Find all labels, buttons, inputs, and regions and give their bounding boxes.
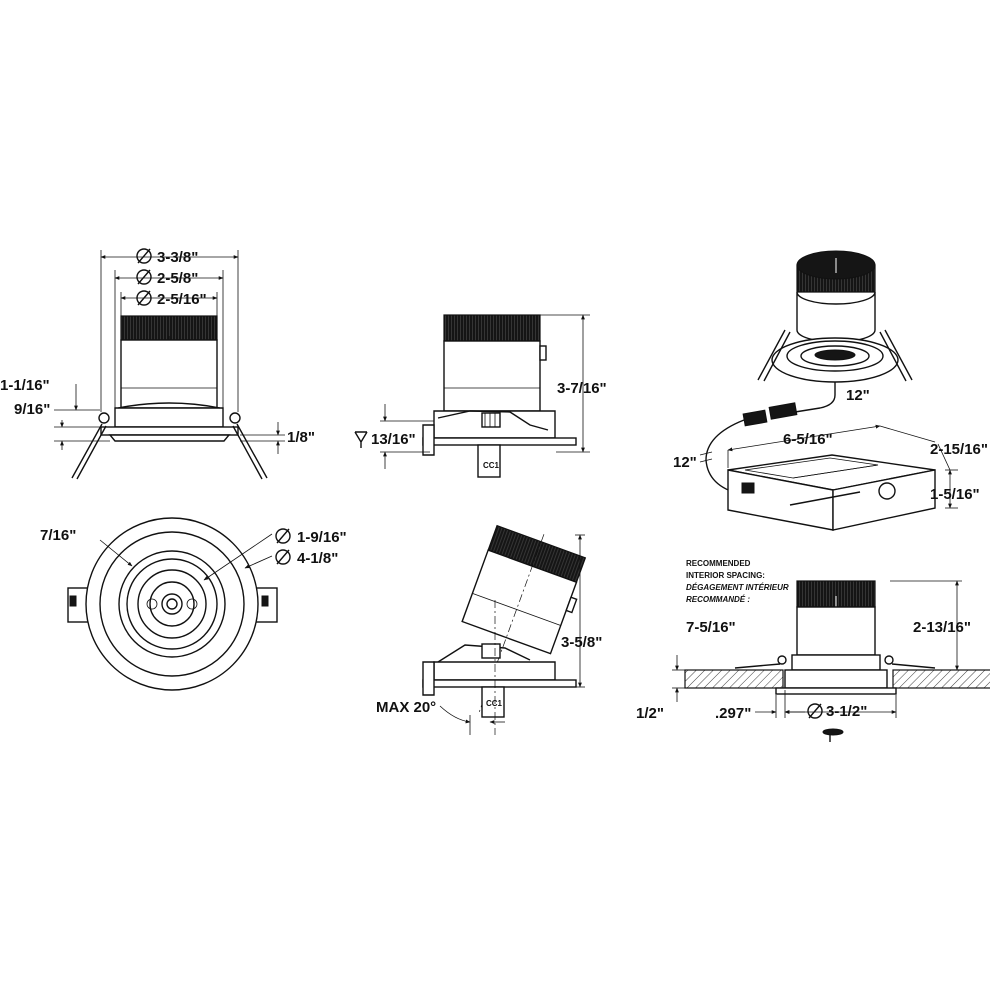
knockout-icon: CC1: [486, 699, 503, 708]
side-height-label: 3-7/16": [557, 380, 607, 397]
front-head-dia-label: 2-5/16": [157, 291, 207, 308]
side-view: CC1: [380, 314, 590, 478]
front-height-2-label: 9/16": [14, 401, 50, 418]
knockout-icon: CC1: [483, 461, 500, 470]
front-view: [54, 250, 285, 480]
depth-arrow-icon: [354, 431, 368, 448]
diameter-symbol: [136, 248, 152, 306]
front-height-1-label: 1-1/16": [0, 377, 50, 394]
jbox-height-label: 1-5/16": [930, 486, 980, 503]
connector-icon: [699, 451, 713, 463]
install-height-label: 2-13/16": [913, 619, 971, 636]
spacing-note-fr-1: DÉGAGEMENT INTÉRIEUR: [686, 583, 789, 592]
top-dia-outer-label: 4-1/8": [297, 550, 338, 567]
jbox-width-label: 2-15/16": [930, 441, 988, 458]
spacing-note-en-2: INTERIOR SPACING:: [686, 571, 765, 580]
side-depth-label: 13/16": [371, 431, 416, 448]
tilted-view: CC1: [422, 524, 587, 735]
front-trim-dia-label: 3-3/8": [157, 249, 198, 266]
cable-2-label: 12": [673, 454, 697, 471]
spacing-note-fr-2: RECOMMANDÉ :: [686, 595, 750, 604]
install-cutout-label: 3-1/2": [826, 703, 867, 720]
top-dia-inner-label: 1-9/16": [297, 529, 347, 546]
cable-1-label: 12": [846, 387, 870, 404]
top-radial-label: 7/16": [40, 527, 76, 544]
front-flange-label: 1/8": [287, 429, 315, 446]
install-spacing-label: 7-5/16": [686, 619, 736, 636]
install-offset-label: .297": [715, 705, 751, 722]
tilt-height-label: 3-5/8": [561, 634, 602, 651]
top-view: [67, 517, 278, 691]
install-ceiling-label: 1/2": [636, 705, 664, 722]
tilt-max-label: MAX 20°: [376, 699, 436, 716]
jbox-length-label: 6-5/16": [783, 431, 833, 448]
front-body-dia-label: 2-5/8": [157, 270, 198, 287]
spacing-note-en-1: RECOMMENDED: [686, 559, 751, 568]
isometric-view: [705, 250, 958, 531]
diameter-symbol: [275, 528, 291, 565]
diameter-symbol: [807, 703, 823, 719]
installation-view: [672, 580, 990, 742]
